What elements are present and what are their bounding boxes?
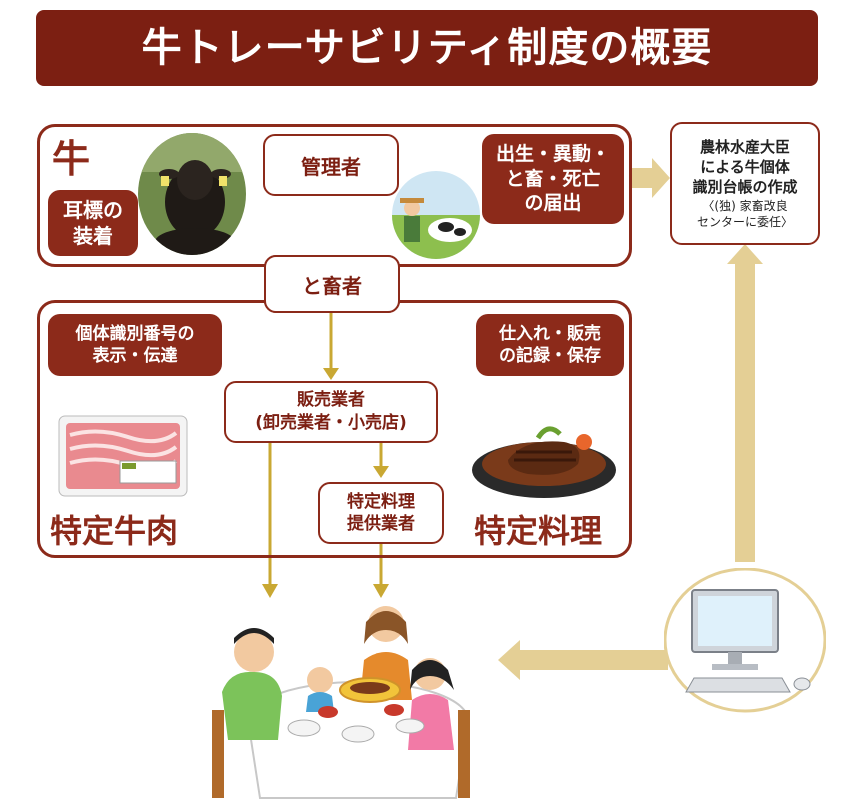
farmer-illustration bbox=[392, 171, 480, 259]
slaughter-box-overlay: と畜者 bbox=[264, 255, 400, 313]
id-display-box: 個体識別番号の 表示・伝達 bbox=[48, 314, 222, 376]
arrow-up-shaft bbox=[735, 262, 755, 562]
seller-box: 販売業者 (卸売業者・小売店) bbox=[224, 381, 438, 443]
manager-box: 管理者 bbox=[263, 134, 399, 196]
cow-photo bbox=[138, 133, 246, 255]
ministry-title: 農林水産大臣 による牛個体 識別台帳の作成 bbox=[692, 137, 798, 197]
ministry-note: 〈(独) 家畜改良 センターに委任〉 bbox=[696, 199, 793, 229]
arrow-left-head bbox=[498, 640, 520, 680]
cattle-label: 牛 bbox=[52, 137, 91, 181]
computer-illustration bbox=[664, 568, 826, 713]
specified-dish-label: 特定料理 bbox=[474, 512, 603, 550]
arrow-to-ministry bbox=[632, 158, 670, 198]
arrow-left-shaft bbox=[518, 650, 668, 670]
ministry-box: 農林水産大臣 による牛個体 識別台帳の作成 〈(独) 家畜改良 センターに委任〉 bbox=[670, 122, 820, 245]
beef-pack-image bbox=[58, 415, 188, 497]
ear-tag-box: 耳標の 装着 bbox=[48, 190, 138, 256]
arrow-up-head bbox=[727, 244, 763, 264]
purchase-record-box: 仕入れ・販売 の記録・保存 bbox=[476, 314, 624, 376]
slaughter-label: と畜者 bbox=[302, 273, 362, 298]
page-title: 牛トレーサビリティ制度の概要 bbox=[36, 10, 818, 86]
specified-provider-box: 特定料理 提供業者 bbox=[318, 482, 444, 544]
family-dining-illustration bbox=[212, 606, 470, 799]
report-box: 出生・異動・ と畜・死亡 の届出 bbox=[482, 134, 624, 224]
specified-beef-label: 特定牛肉 bbox=[50, 512, 179, 550]
steak-image bbox=[472, 426, 616, 498]
